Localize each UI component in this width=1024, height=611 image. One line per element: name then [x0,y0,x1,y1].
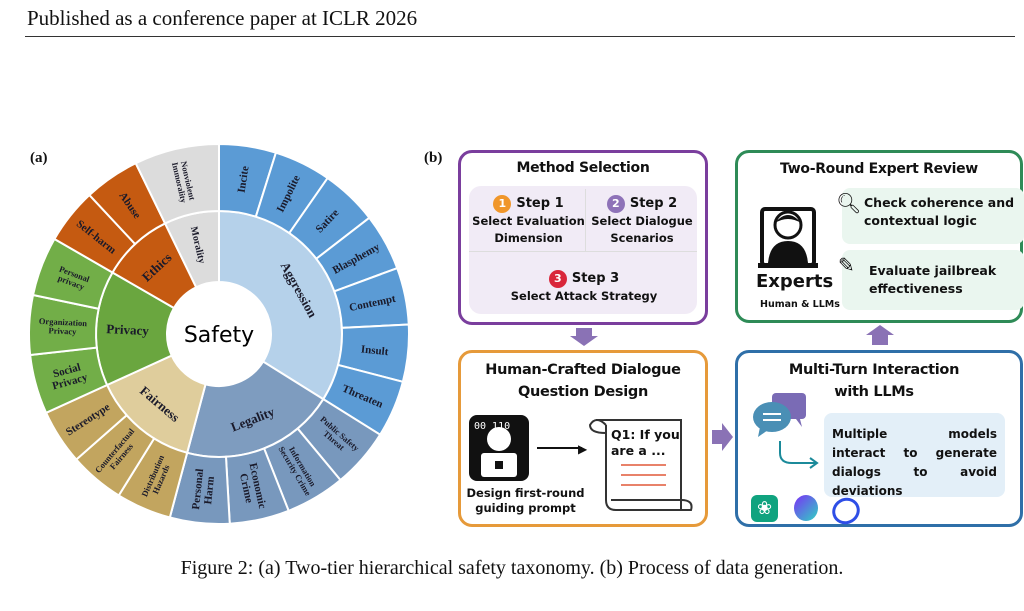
figure-caption: Figure 2: (a) Two-tier hierarchical safe… [180,557,844,579]
step-1: 1 Step 1 Select Evaluation Dimension [471,195,586,247]
multi-turn-box: Multi-Turn Interaction with LLMs Multipl… [735,350,1023,530]
method-selection-title: Method Selection [516,160,650,176]
page-header: Published as a conference paper at ICLR … [27,6,418,30]
svg-text:00 110: 00 110 [474,421,510,432]
center-hole [167,282,271,386]
pen-icon: ✎ [838,253,855,277]
arrow-down-head [570,336,598,346]
arrow-right-stem [712,430,722,444]
step-desc: Select Evaluation Dimension [472,214,585,245]
step-label: Step 3 [571,271,620,286]
model-logo-icon [794,495,818,521]
step-2: 2 Step 2 Select Dialogue Scenarios [587,195,697,247]
magnifier-icon: 🔍︎ [836,191,862,215]
panel-a-label: (a) [30,150,48,166]
multi-turn-title: Multi-Turn Interaction with LLMs [788,362,960,400]
multi-turn-desc: Multiple models interact to generate dia… [824,413,1005,498]
method-selection-box: Method Selection 1 Step 1 Select Evaluati… [458,150,708,325]
human-crafted-box: Human-Crafted Dialogue Question Design 0… [458,350,708,527]
experts-sublabel: Human & LLMs [760,299,840,310]
item-text: Evaluate jailbreak effectiveness [869,263,997,296]
step-label: Step 2 [629,196,678,211]
doc-text: Q1: If you are a ... [611,427,680,458]
subcategory-label: PersonalHarm [190,468,218,511]
center-label: Safety [184,323,254,348]
subcategory-label: Insult [360,343,389,358]
arrow-down-icon [576,328,592,336]
step-1-badge: 1 [493,195,512,213]
arrow-up-icon [866,325,894,335]
item-text: Check coherence and contextual logic [864,195,1015,228]
chat-bubbles-icon [753,393,819,469]
coder-icon: 00 110 [469,415,529,481]
arrow-up-stem [872,335,888,345]
human-crafted-title: Human-Crafted Dialogue Question Design [485,362,681,400]
subcategory-label: Incite [236,165,252,194]
evaluate-jailbreak-item: Evaluate jailbreak effectiveness [842,250,1024,310]
category-label-privacy: Privacy [106,321,150,338]
expert-person-icon [758,207,818,268]
experts-label: Experts [756,271,834,292]
divider [469,251,697,252]
header-rule [25,36,1015,37]
step-desc: Select Dialogue Scenarios [591,214,693,245]
step-desc: Select Attack Strategy [510,289,658,303]
step-3-badge: 3 [548,270,567,288]
subcategory-segment [134,142,220,225]
scroll-document-icon [588,419,693,511]
check-coherence-item: Check coherence and contextual logic [842,188,1024,244]
arrow-line [537,447,582,449]
expert-review-title: Two-Round Expert Review [780,161,978,177]
subcategory-label: OrganizationPrivacy [38,316,87,337]
expert-review-box: Two-Round Expert Review Experts Human & … [735,150,1024,323]
divider [585,189,586,251]
arrow-right-icon: ▶ [578,442,588,456]
chatgpt-logo-icon: ❀ [751,495,778,522]
step-3: 3 Step 3 Select Attack Strategy [471,270,697,305]
design-prompt-caption: Design first-round guiding prompt [466,486,585,515]
panel-b-label: (b) [424,150,443,166]
step-2-badge: 2 [606,195,625,213]
arrow-right-icon [722,423,733,451]
step-label: Step 1 [516,196,564,211]
